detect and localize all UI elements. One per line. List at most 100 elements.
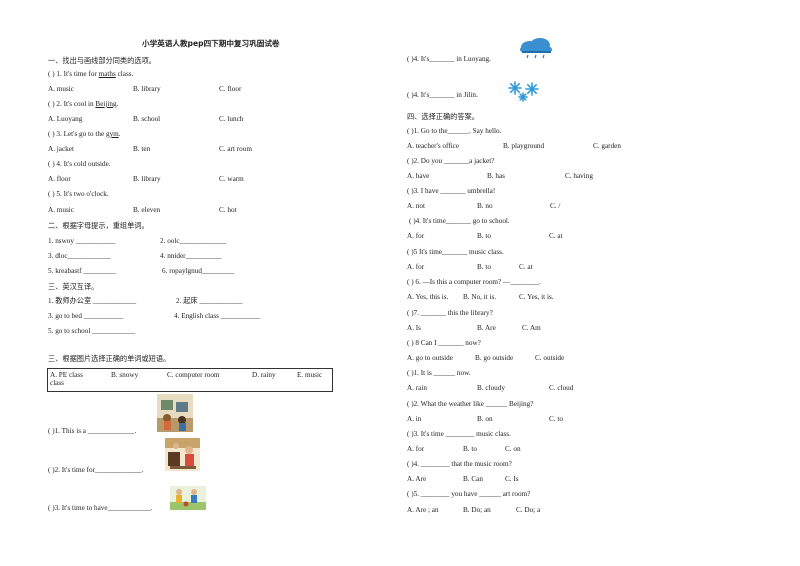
s2-item-5: 5. kreabastf _________	[48, 267, 116, 275]
s5-q10-c: C. to	[549, 415, 563, 423]
s5-q11-c: C. on	[505, 445, 521, 453]
s3-item-4: 4. English class ___________	[174, 312, 261, 320]
s5-q2-c: C. having	[565, 172, 593, 180]
s1-q4-a: A. floor	[48, 175, 71, 183]
s5-q8: ( ) 8 Can I _______ now?	[407, 339, 481, 347]
s1-q3-c: C. art room	[219, 145, 252, 153]
s1-q2-c: C. lunch	[219, 115, 244, 123]
s4-q2: ( )2. It's time for_____________.	[48, 466, 144, 474]
section5-heading: 四、选择正确的答案。	[407, 112, 479, 121]
s4-q4-luoyang: ( )4. It's_______ in Luoyang.	[407, 55, 491, 63]
s5-q5-c: C. at	[519, 263, 533, 271]
s5-q12-a: A. Are	[407, 475, 427, 483]
s5-q8-b: B. go outside	[475, 354, 514, 362]
s1-q1: ( ) 1. It's time for maths class.	[48, 70, 134, 78]
s5-q7: ( )7. _______ this the library?	[407, 309, 493, 317]
s1-q3-b: B. ten	[133, 145, 151, 153]
s5-q6-b: B. No, it is.	[463, 293, 497, 301]
s5-q1: ( )1. Go to the______. Say hello.	[407, 127, 502, 135]
s1-q2-a: A. Luoyang	[48, 115, 83, 123]
s3-item-2: 2. 起床 ____________	[176, 297, 243, 305]
s3-item-3: 3. go to bed ___________	[48, 312, 124, 320]
cloud-rain-icon	[520, 38, 552, 59]
s5-q5-b: B. to	[477, 263, 491, 271]
s5-q10-b: B. on	[477, 415, 493, 423]
s4-q1: ( )1. This is a _____________.	[48, 427, 137, 435]
s5-q2-a: A. have	[407, 172, 430, 180]
s5-q6-c: C. Yes, it is.	[519, 293, 554, 301]
option-c: C. computer room	[167, 371, 220, 379]
s1-q2: ( ) 2. It's cool in Beijing.	[48, 100, 119, 108]
s1-q5-c: C. hot	[219, 206, 237, 214]
s5-q10: ( )2. What the weather like ______ Beiji…	[407, 400, 534, 408]
section1-heading: 一、找出与画线部分同类的选项。	[48, 56, 156, 65]
s1-q3: ( ) 3. Let's go to the gym.	[48, 130, 121, 138]
s5-q5: ( )5 It's time_______ music class.	[407, 248, 504, 256]
option-a-wrap: class	[50, 379, 64, 387]
option-e: E. music	[297, 371, 323, 379]
s5-q11: ( )3. It's time ________ music class.	[407, 430, 511, 438]
s2-item-6: 6. ropaylgnud_________	[162, 267, 235, 275]
s5-q10-a: A. in	[407, 415, 422, 423]
s1-q1-b: B. library	[133, 85, 161, 93]
s4-q3: ( )3. It's time to have____________.	[48, 504, 153, 512]
computer-room-picture	[157, 394, 193, 432]
page-title: 小学英语人教pep四下期中复习巩固试卷	[142, 39, 280, 48]
s5-q12-b: B. Can	[463, 475, 483, 483]
s5-q6-a: A. Yes, this is.	[407, 293, 449, 301]
snowflake-icon	[508, 81, 539, 102]
options-box	[47, 368, 333, 392]
s5-q8-c: C. outside	[535, 354, 565, 362]
s1-q2-b: B. school	[133, 115, 161, 123]
music-class-picture	[165, 438, 200, 471]
s2-item-4: 4. nnider__________	[160, 252, 222, 260]
option-a: A. PE class	[50, 371, 83, 379]
s3-item-5: 5. go to school ____________	[48, 327, 136, 335]
s5-q11-b: B. to	[463, 445, 477, 453]
option-b: B. snowy	[111, 371, 139, 379]
s5-q3: ( )3. I have _______ umbrella!	[407, 187, 496, 195]
s5-q13-a: A. Are ; an	[407, 506, 439, 514]
s1-q5: ( ) 5. It's two o'clock.	[48, 190, 109, 198]
s5-q13-c: C. Do; a	[516, 506, 541, 514]
s5-q9: ( )1. It is ______ now.	[407, 369, 471, 377]
s1-q4-c: C. warm	[219, 175, 244, 183]
s5-q7-b: B. Are	[477, 324, 496, 332]
option-d: D. rainy	[252, 371, 276, 379]
s5-q3-c: C. /	[550, 202, 561, 210]
s5-q4-c: C. at	[549, 232, 563, 240]
s5-q7-a: A. Is	[407, 324, 421, 332]
s5-q11-a: A. for	[407, 445, 425, 453]
section4-heading: 三、根据图片选择正确的单词或短语。	[48, 354, 171, 363]
s5-q4-b: B. to	[477, 232, 491, 240]
s5-q2: ( )2. Do you _______a jacket?	[407, 157, 495, 165]
s5-q5-a: A. for	[407, 263, 425, 271]
s5-q3-b: B. no	[477, 202, 493, 210]
s5-q9-a: A. rain	[407, 384, 427, 392]
s5-q12-c: C. Is	[505, 475, 519, 483]
pe-class-picture	[170, 486, 206, 510]
s2-item-1: 1. nswoy ___________	[48, 237, 116, 245]
s1-q1-a: A. music	[48, 85, 74, 93]
s5-q9-c: C. cloud	[549, 384, 574, 392]
s5-q12: ( )4. ________ that the music room?	[407, 460, 512, 468]
s5-q6: ( ) 6. —Is this a computer room? —______…	[407, 278, 541, 286]
s5-q1-a: A. teacher's office	[407, 142, 460, 150]
s1-q5-a: A. music	[48, 206, 74, 214]
s1-q3-a: A. jacket	[48, 145, 74, 153]
s1-q4: ( ) 4. It's cold outside.	[48, 160, 111, 168]
s5-q1-b: B. playground	[503, 142, 545, 150]
s5-q13: ( )5. ________ you have ______ art room?	[407, 490, 531, 498]
section2-heading: 二、根据字母提示，重组单词。	[48, 221, 149, 230]
s4-q4-jilin: ( )4. It's_______ in Jilin.	[407, 91, 478, 99]
s1-q4-b: B. library	[133, 175, 161, 183]
s2-item-3: 3. dloc____________	[48, 252, 111, 260]
s2-item-2: 2. oolc_____________	[160, 237, 227, 245]
s1-q1-c: C. floor	[219, 85, 242, 93]
section3-heading: 三、英汉互译。	[48, 282, 99, 291]
s5-q2-b: B. has	[487, 172, 505, 180]
s5-q13-b: B. Do; an	[463, 506, 491, 514]
s5-q4-a: A. for	[407, 232, 425, 240]
s5-q7-c: C. Am	[522, 324, 541, 332]
